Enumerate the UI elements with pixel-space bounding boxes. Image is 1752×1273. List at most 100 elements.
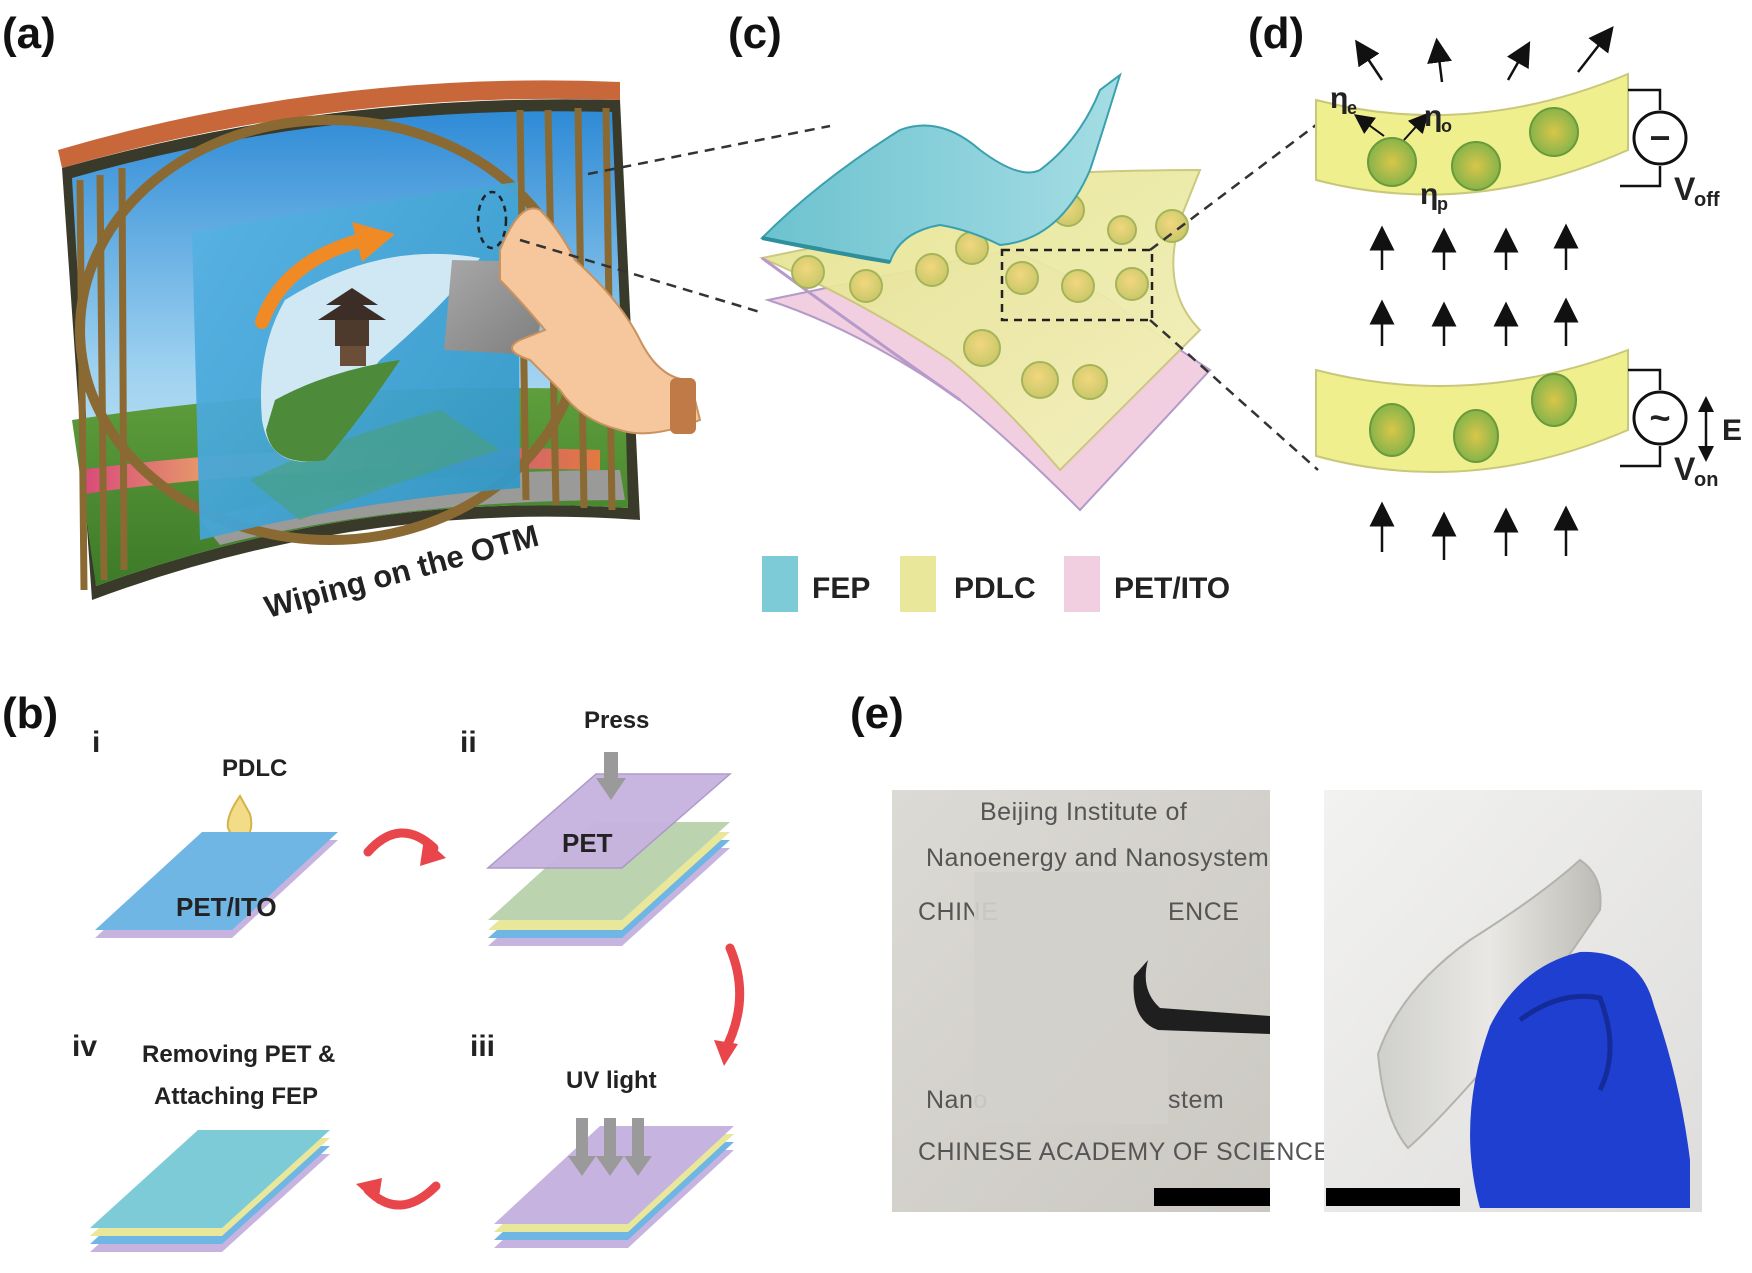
panel-b-label: (b)	[2, 689, 58, 738]
fep-layer	[759, 72, 1122, 264]
v-on-subscript: on	[1694, 469, 1718, 491]
lc-droplet	[1367, 137, 1417, 187]
press-arrow-head	[596, 778, 626, 800]
panel-a-label: (a)	[2, 9, 56, 58]
park-path	[200, 470, 625, 545]
display-top-frame	[58, 80, 620, 168]
lc-droplets	[791, 193, 1189, 400]
hand-illustration	[499, 207, 702, 435]
source-off-symbol: −	[1649, 117, 1670, 158]
step-i-numeral: i	[92, 726, 100, 759]
eta-p-subscript: p	[1437, 194, 1448, 214]
legend-label-pet-ito: PET/ITO	[1114, 572, 1230, 605]
step-i-annotation: PDLC	[222, 755, 287, 782]
circuit-wire-off-top	[1628, 88, 1662, 110]
droplet	[1021, 361, 1059, 399]
circuit-wire-on-bottom	[1620, 446, 1662, 468]
photo-text-line2: Nanoenergy and Nanosystem	[926, 844, 1269, 872]
circuit-wire-on-top	[1628, 368, 1662, 390]
step-iv-numeral: iv	[72, 1030, 97, 1063]
zoom-box	[1000, 248, 1154, 322]
photo-text-line3b: ENCE	[1168, 898, 1239, 926]
scale-bar-1	[1154, 1188, 1270, 1206]
lc-droplet	[1451, 141, 1501, 191]
pdlc-bottom-edge	[761, 256, 961, 402]
step-i-layer-label: PET/ITO	[176, 892, 277, 922]
step-ii-pet-top	[485, 773, 733, 869]
step-iii-annotation: UV light	[566, 1067, 657, 1094]
step-iii-numeral: iii	[470, 1030, 495, 1063]
glove-crease	[1518, 993, 1613, 1092]
photo-text-line4b: stem	[1168, 1086, 1224, 1114]
eta-p-symbol: η	[1420, 178, 1438, 211]
legend-swatch-fep	[762, 556, 798, 612]
step-i-pet-ito	[95, 832, 338, 930]
zoom-line-bottom	[519, 238, 761, 314]
step-iv-fep-top	[90, 1130, 330, 1228]
voltage-source-on	[1632, 390, 1688, 446]
layer-legend: FEP PDLC PET/ITO	[762, 556, 1230, 612]
panel-d-label: (d)	[1248, 9, 1304, 58]
panel-e-label: (e)	[850, 689, 904, 738]
zoom-marker	[476, 190, 508, 250]
droplet	[1061, 269, 1095, 303]
lc-droplet	[1529, 107, 1579, 157]
legend-label-fep: FEP	[812, 572, 870, 605]
eta-o-subscript: o	[1441, 116, 1452, 136]
step-iv-annotation-line1: Removing PET &	[142, 1041, 335, 1068]
blurred-foliage	[250, 410, 500, 520]
arrow-ii-to-iii	[719, 943, 745, 1057]
scattered-light-arrows	[1355, 26, 1614, 83]
refractive-index-arrows	[1353, 112, 1429, 141]
pagoda-icon	[318, 288, 386, 366]
step-ii-layer-mixed	[488, 822, 730, 920]
step-iii-pet-top	[494, 1126, 734, 1224]
field-arrow-down	[1698, 446, 1714, 462]
zoom-line-d-bottom	[1149, 319, 1319, 471]
wiped-area-trees	[266, 360, 400, 462]
photo-text-line1: Beijing Institute of	[980, 798, 1187, 826]
incident-light-arrows-top	[1369, 223, 1579, 346]
flexible-film-sample	[1376, 858, 1602, 1150]
eta-e-subscript: e	[1347, 98, 1357, 118]
droplet	[1107, 215, 1137, 245]
circuit-wire-off-bottom	[1620, 166, 1662, 188]
panel-c-label: (c)	[728, 9, 782, 58]
lc-droplet	[1369, 403, 1415, 457]
droplet	[915, 253, 949, 287]
panel-c: (c) FEP	[728, 9, 1230, 612]
panel-b: (b) i PDLC PET/ITO ii Press PET iii UV l…	[2, 689, 745, 1252]
voltage-source-off	[1632, 110, 1688, 166]
step-ii-layer-label: PET	[562, 828, 613, 858]
eta-e-symbol: η	[1330, 82, 1348, 115]
lc-droplets-on	[1369, 373, 1577, 463]
panel-e: (e) Beijing Institute of Nanoenergy and …	[850, 689, 1702, 1212]
step-iv-annotation-line2: Attaching FEP	[154, 1083, 318, 1110]
droplet	[791, 255, 825, 289]
lc-droplets-off	[1367, 107, 1579, 191]
droplet	[1005, 261, 1039, 295]
zoom-line-d-top	[1149, 121, 1321, 251]
arrow-head-ii-iii	[714, 1040, 738, 1066]
eta-o-symbol: η	[1424, 100, 1442, 133]
panel-a: (a)	[2, 9, 702, 625]
press-arrow-shaft	[604, 752, 618, 778]
droplet	[1115, 267, 1149, 301]
uv-light-arrows	[568, 1118, 652, 1176]
panel-d: (d) η e η o η p − V off	[1248, 9, 1742, 560]
scale-bar-2	[1326, 1188, 1460, 1206]
field-label: E	[1722, 414, 1742, 447]
wrist-cuff	[670, 378, 696, 434]
arrow-head-i-ii	[420, 838, 446, 866]
droplet	[1072, 364, 1108, 400]
source-on-symbol: ~	[1649, 397, 1670, 438]
wipe-arrow-head	[352, 222, 395, 262]
field-arrow-up	[1698, 396, 1714, 412]
zoom-line-top	[587, 124, 831, 176]
tweezers-icon	[1133, 960, 1270, 1034]
wipe-direction-arrow	[255, 231, 377, 329]
v-on-label: V	[1674, 451, 1696, 487]
legend-swatch-pdlc	[900, 556, 936, 612]
incident-light-arrows-bottom	[1369, 501, 1579, 560]
